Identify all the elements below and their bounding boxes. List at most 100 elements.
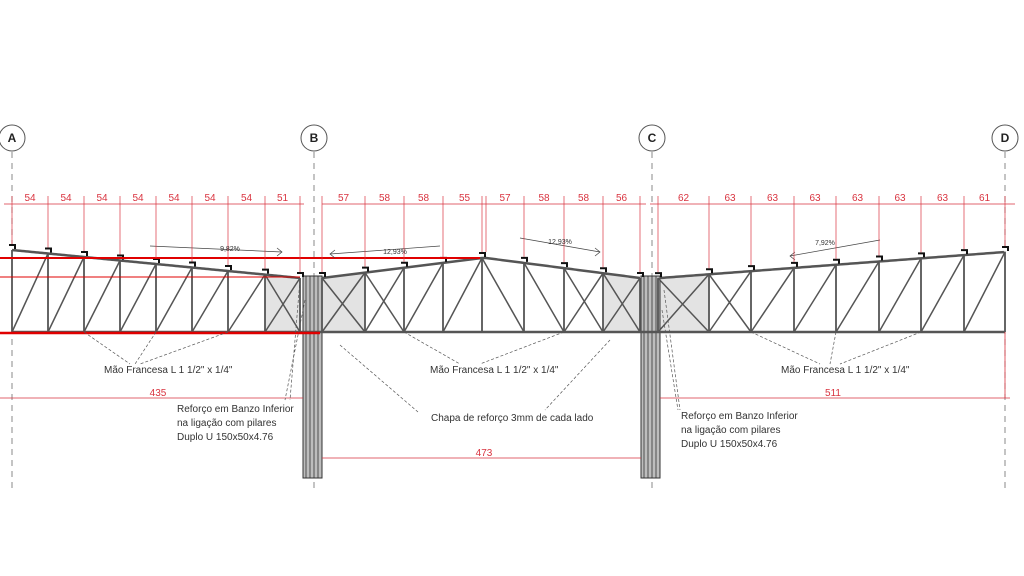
panel-dimension: 57 xyxy=(338,193,350,204)
slope-arrowhead xyxy=(789,251,796,261)
truss-diagonal xyxy=(657,273,710,333)
panel-dimension: 58 xyxy=(538,193,550,204)
truss-diagonal xyxy=(227,274,266,333)
truss-diagonal xyxy=(264,277,301,333)
purlin-c-section xyxy=(189,261,196,267)
panel-dimension: 56 xyxy=(616,193,628,204)
leader-line xyxy=(134,331,157,365)
steel-column xyxy=(640,275,661,479)
slope-arrow xyxy=(149,245,283,253)
panel-dimension: 54 xyxy=(204,193,216,204)
truss-diagonal xyxy=(191,270,229,333)
axis-bubble xyxy=(991,124,1019,152)
knee-brace-note-ab: Mão Francesa L 1 1/2" x 1/4" xyxy=(104,365,233,376)
leader-line xyxy=(289,279,301,401)
total-dim-ab: 435 xyxy=(150,388,167,399)
panel-dimension: 54 xyxy=(96,193,108,204)
panel-dimension: 63 xyxy=(724,193,736,204)
panel-dimension: 58 xyxy=(418,193,430,204)
purlin-c-section xyxy=(225,265,232,270)
leader-line xyxy=(284,299,306,401)
purlin-c-section xyxy=(9,244,16,249)
slope-label-cd: 7,92% xyxy=(815,240,835,247)
leader-line xyxy=(829,331,837,365)
truss-diagonal xyxy=(835,261,880,333)
purlin-c-section xyxy=(521,256,528,262)
axis-label-b: B xyxy=(310,131,319,145)
panel-dimension: 63 xyxy=(852,193,864,204)
purlin-c-section xyxy=(1002,246,1009,251)
panel-dimension: 54 xyxy=(24,193,36,204)
slope-label-bc-right: 12,93% xyxy=(548,239,572,246)
purlin-c-section xyxy=(479,252,486,257)
leader-line xyxy=(839,331,922,365)
truss-diagonal xyxy=(750,267,795,333)
reinforcement-note-b-l1: Reforço em Banzo Inferior xyxy=(177,404,294,415)
truss-diagonal xyxy=(47,256,85,333)
truss-diagonal xyxy=(11,253,49,333)
truss-diagonal xyxy=(83,260,121,333)
slope-label-ab: 9,82% xyxy=(220,246,240,253)
truss-diagonal xyxy=(523,262,565,333)
slope-arrow xyxy=(789,239,881,257)
steel-column xyxy=(302,275,323,479)
reinforcement-note-b-l3: Duplo U 150x50x4.76 xyxy=(177,432,274,443)
truss-diagonal xyxy=(708,273,752,333)
purlin-c-section xyxy=(262,268,269,274)
panel-dimension: 63 xyxy=(809,193,821,204)
truss-diagonal xyxy=(403,262,444,333)
slope-arrow xyxy=(519,237,601,253)
plate-note: Chapa de reforço 3mm de cada lado xyxy=(431,413,594,424)
top-chord xyxy=(321,256,641,280)
truss-diagonal xyxy=(563,272,604,333)
purlin-c-section xyxy=(833,258,840,264)
panel-dimension: 54 xyxy=(241,193,253,204)
purlin-c-section xyxy=(297,272,304,277)
purlin-c-section xyxy=(561,262,568,268)
purlin-c-section xyxy=(748,265,755,271)
leader-line xyxy=(544,339,611,411)
panel-dimension: 62 xyxy=(678,193,690,204)
truss-diagonal xyxy=(878,257,922,333)
purlin-c-section xyxy=(791,261,798,267)
axis-bubble xyxy=(300,124,328,152)
purlin-c-section xyxy=(961,249,968,255)
panel-dimension: 63 xyxy=(937,193,949,204)
truss-diagonal xyxy=(657,277,710,333)
axis-bubble xyxy=(0,124,26,152)
truss-diagonal xyxy=(364,267,405,333)
slope-arrow xyxy=(329,245,441,255)
leader-line xyxy=(750,331,821,365)
axis-label-a: A xyxy=(8,131,17,145)
leader-line xyxy=(663,289,681,411)
leader-line xyxy=(339,344,419,413)
truss-diagonal xyxy=(563,267,604,333)
top-chord xyxy=(659,250,1005,280)
reinforcement-note-b-l2: na ligação com pilares xyxy=(177,418,277,429)
slope-arrowhead xyxy=(594,247,601,257)
purlin-c-section xyxy=(876,255,883,261)
panel-dimension: 58 xyxy=(578,193,590,204)
truss-diagonal xyxy=(963,251,1006,333)
panel-dimension: 63 xyxy=(894,193,906,204)
reinforcement-note-c-l1: Reforço em Banzo Inferior xyxy=(681,411,798,422)
slope-label-bc-left: 12,93% xyxy=(383,249,407,256)
panel-dimension: 54 xyxy=(60,193,72,204)
truss-diagonal xyxy=(602,277,641,333)
truss-diagonal xyxy=(708,270,752,333)
leader-line xyxy=(661,309,679,411)
truss-diagonal xyxy=(481,257,525,333)
truss-diagonal xyxy=(920,254,965,333)
truss-diagonal xyxy=(602,272,641,333)
total-dim-cd: 511 xyxy=(825,388,841,399)
axis-label-d: D xyxy=(1001,131,1010,145)
purlin-c-section xyxy=(706,268,713,274)
reinforcement-note-c-l3: Duplo U 150x50x4.76 xyxy=(681,439,778,450)
panel-dimension: 54 xyxy=(132,193,144,204)
axis-bubble xyxy=(638,124,666,152)
panel-dimension: 55 xyxy=(459,193,471,204)
truss-diagonal xyxy=(321,272,366,333)
truss-diagonal xyxy=(264,274,301,333)
purlin-c-section xyxy=(319,272,326,277)
